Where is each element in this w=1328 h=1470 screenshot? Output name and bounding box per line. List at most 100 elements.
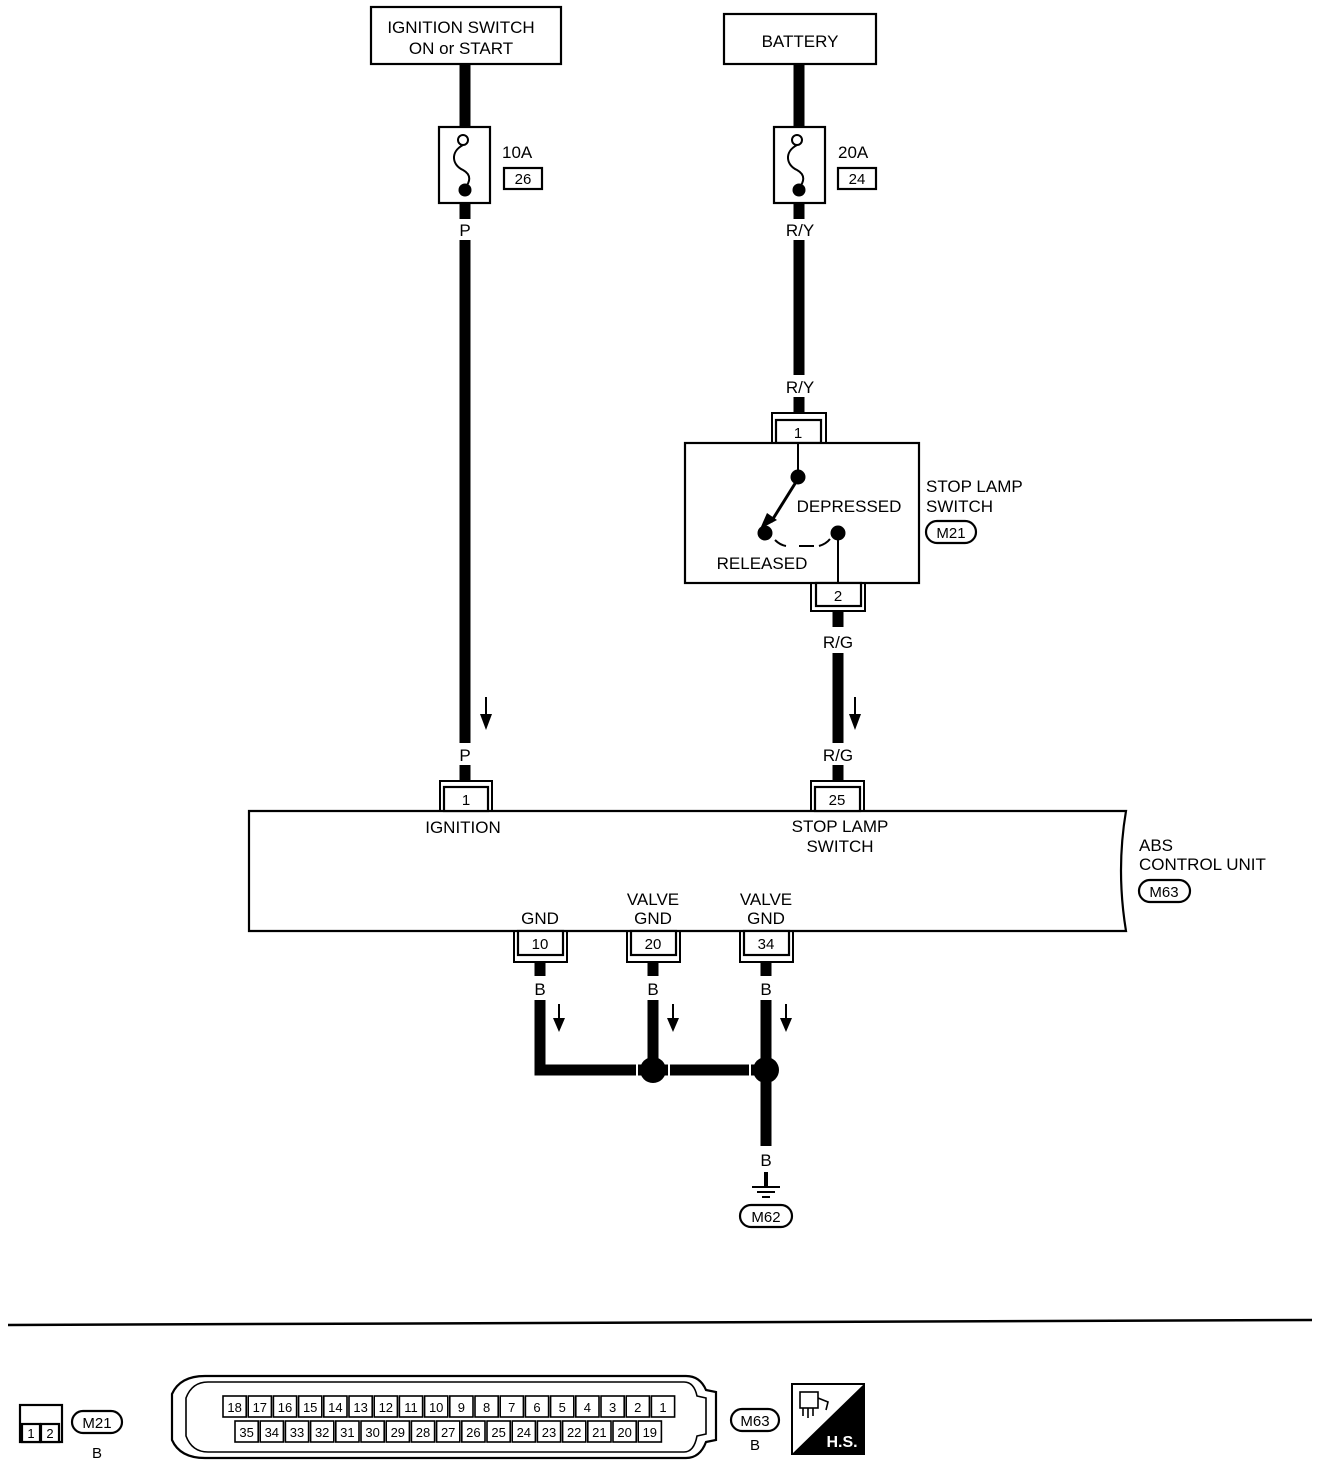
legend-m63-pin-9: 9 (458, 1400, 465, 1415)
legend-m63-pin-26: 26 (466, 1425, 480, 1440)
legend-m63-pin-24: 24 (517, 1425, 531, 1440)
wire-color-ign-top: P (459, 221, 470, 240)
switch-released-label: RELEASED (717, 554, 808, 573)
legend-m63-pin-cell (410, 1420, 436, 1443)
legend-m63-pin-31: 31 (340, 1425, 354, 1440)
abs-valve-gnd1-label-2: GND (634, 909, 672, 928)
legend-m63-pin-cell (435, 1420, 461, 1443)
legend-m63-pin-cell (284, 1420, 310, 1443)
switch-title-line2: SWITCH (926, 497, 993, 516)
abs-valve-gnd2-label-2: GND (747, 909, 785, 928)
legend-m63-pin-cell (272, 1395, 298, 1418)
legend-m63-pin-cell (334, 1420, 360, 1443)
legend-m63-pin-12: 12 (379, 1400, 393, 1415)
legend-m63-pin-cell (549, 1395, 575, 1418)
legend-m63-pin-1: 1 (659, 1400, 666, 1415)
legend-m63-pin-17: 17 (253, 1400, 267, 1415)
legend-m63-pin-16: 16 (278, 1400, 292, 1415)
switch-depressed-label: DEPRESSED (797, 497, 902, 516)
legend-m63-pin-35: 35 (239, 1425, 253, 1440)
legend-m63-pin-21: 21 (592, 1425, 606, 1440)
legend-m63-pin-22: 22 (567, 1425, 581, 1440)
switch-depressed-contact (830, 525, 846, 541)
legend-m21-pin-1: 1 (27, 1426, 34, 1441)
legend-m63-pin-cell (511, 1420, 537, 1443)
switch-pin-1: 1 (794, 425, 802, 442)
fuse-10a-number-box (502, 166, 544, 191)
legend-m63-pin-8: 8 (483, 1400, 490, 1415)
legend-m63-pin-15: 15 (303, 1400, 317, 1415)
fuse-20a (772, 125, 827, 205)
battery-label: BATTERY (762, 32, 839, 51)
legend-m63-pin-27: 27 (441, 1425, 455, 1440)
legend-m63-pin-34: 34 (265, 1425, 279, 1440)
legend-m63-pin-cell (486, 1420, 512, 1443)
legend-m63-pin-4: 4 (584, 1400, 591, 1415)
legend-m63-pin-28: 28 (416, 1425, 430, 1440)
wire-color-ground: B (760, 1151, 771, 1170)
legend-m63-pin-cell (460, 1420, 486, 1443)
legend-m63-pin-cell (360, 1420, 386, 1443)
battery-source: BATTERY (722, 12, 878, 66)
abs-ignition-label: IGNITION (425, 818, 501, 837)
legend-m63-pin-cell (499, 1395, 525, 1418)
ignition-source-line2: ON or START (409, 39, 513, 58)
legend-m63-pin-5: 5 (559, 1400, 566, 1415)
current-arrow-gnd1 (553, 1004, 565, 1032)
switch-connector-id: M21 (936, 525, 965, 542)
legend-m63-pin-13: 13 (353, 1400, 367, 1415)
legend-m63-pin-20: 20 (617, 1425, 631, 1440)
legend-m63-pin-cell (524, 1395, 550, 1418)
wire-color-stop-top: R/G (823, 633, 853, 652)
switch-pin-2: 2 (834, 588, 842, 605)
splice-point-2 (753, 1057, 779, 1083)
legend-m63-pin-7: 7 (508, 1400, 515, 1415)
switch-released-contact (757, 525, 773, 541)
legend-m63-pin-cell (612, 1420, 638, 1443)
legend-m63-pin-cell (385, 1420, 411, 1443)
harness-side-label: H.S. (826, 1434, 857, 1451)
legend-m63-pin-cell (650, 1395, 676, 1418)
legend-m63-pin-2: 2 (634, 1400, 641, 1415)
legend-m63-pin-cell (474, 1395, 500, 1418)
legend-divider (7, 1318, 1313, 1327)
wire-color-gnd2: B (647, 980, 658, 999)
legend-m63-pin-30: 30 (365, 1425, 379, 1440)
legend-m63-pin-11: 11 (404, 1400, 418, 1415)
legend-m63-pin-cell (297, 1395, 323, 1418)
abs-connector-id: M63 (1149, 884, 1178, 901)
abs-pin-20: 20 (645, 936, 662, 953)
abs-pin-25: 25 (829, 792, 846, 809)
legend-m63-pin-10: 10 (429, 1400, 443, 1415)
legend-m63-pin-cell (373, 1395, 399, 1418)
legend-m63-pin-cell (309, 1420, 335, 1443)
legend-m63-pin-cell (574, 1395, 600, 1418)
legend-m21-color: B (92, 1445, 102, 1462)
stop-lamp-switch: 1 DEPRESSED RELEASED 2 (683, 412, 921, 612)
legend-m21: 1 2 M21 B (18, 1403, 124, 1462)
abs-pin-1: 1 (462, 792, 470, 809)
abs-connector-badge (1137, 878, 1192, 904)
legend-m63-pin-cell (586, 1420, 612, 1443)
fuse-20a-number: 24 (849, 171, 866, 188)
abs-title-line1: ABS (1139, 836, 1173, 855)
ignition-source-line1: IGNITION SWITCH (387, 18, 534, 37)
legend-m63-pin-cell (259, 1420, 285, 1443)
harness-side-icon: H.S. (791, 1383, 865, 1455)
abs-gnd-label: GND (521, 909, 559, 928)
legend-m63-pin-25: 25 (491, 1425, 505, 1440)
fuse-10a (437, 125, 492, 205)
ground-symbol (752, 1172, 780, 1198)
ground-connector-badge (738, 1203, 794, 1229)
legend-m63-color: B (750, 1437, 760, 1454)
current-arrow-gnd2 (667, 1004, 679, 1032)
switch-connector-badge (924, 519, 978, 545)
legend-m63-pin-6: 6 (533, 1400, 540, 1415)
legend-m63-pin-cell (398, 1395, 424, 1418)
wire-color-gnd1: B (534, 980, 545, 999)
legend-m63-pin-cell (348, 1395, 374, 1418)
fuse-10a-rating: 10A (502, 143, 533, 162)
